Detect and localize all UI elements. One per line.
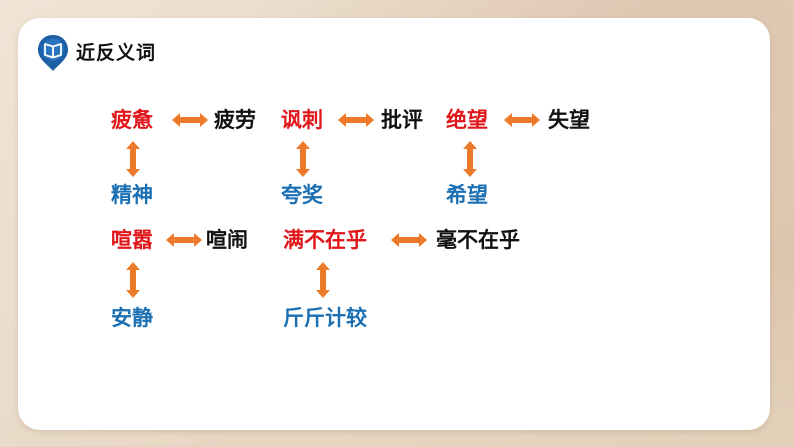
synonym-arrow-3 <box>504 113 540 127</box>
antonym-arrow-4 <box>126 262 140 298</box>
antonym-5: 斤斤计较 <box>283 306 367 330</box>
antonym-arrow-5 <box>316 262 330 298</box>
synonym-1: 疲劳 <box>214 108 256 132</box>
synonym-4: 喧闹 <box>206 228 248 252</box>
word-2: 讽刺 <box>281 108 323 132</box>
synonym-3: 失望 <box>548 108 590 132</box>
antonym-arrow-3 <box>463 141 477 177</box>
antonym-arrow-1 <box>126 141 140 177</box>
word-3: 绝望 <box>446 108 488 132</box>
synonym-arrow-4 <box>166 233 202 247</box>
antonym-2: 夸奖 <box>281 183 323 207</box>
book-pin-icon <box>36 34 70 71</box>
synonym-arrow-2 <box>338 113 374 127</box>
synonym-2: 批评 <box>381 108 423 132</box>
synonym-5: 毫不在乎 <box>436 228 520 252</box>
content-card <box>18 18 770 430</box>
section-header: 近反义词 <box>36 33 157 71</box>
synonym-arrow-5 <box>391 233 427 247</box>
header-title: 近反义词 <box>76 41 157 64</box>
word-5: 满不在乎 <box>283 228 367 252</box>
antonym-1: 精神 <box>111 183 153 207</box>
word-1: 疲惫 <box>111 108 153 132</box>
antonym-4: 安静 <box>111 306 153 330</box>
word-4: 喧嚣 <box>111 228 153 252</box>
synonym-arrow-1 <box>172 113 208 127</box>
antonym-arrow-2 <box>296 141 310 177</box>
antonym-3: 希望 <box>446 183 488 207</box>
